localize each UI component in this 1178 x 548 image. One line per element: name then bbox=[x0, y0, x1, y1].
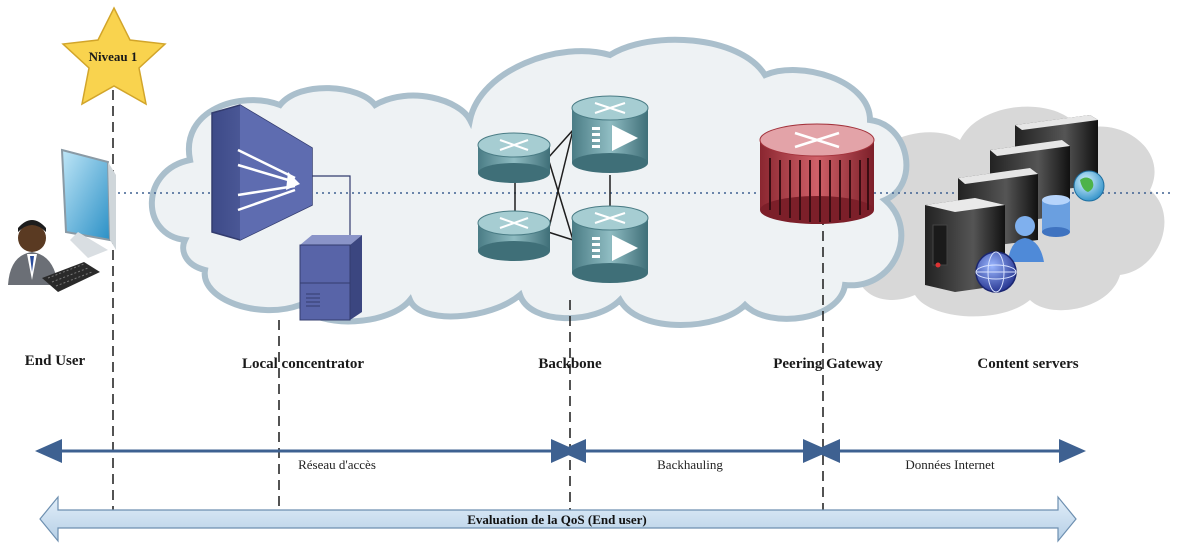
concentrator-icon bbox=[211, 104, 313, 241]
label-backbone: Backbone bbox=[538, 356, 602, 372]
database-icon bbox=[1042, 195, 1070, 237]
globe-icon bbox=[975, 251, 1017, 293]
gateway-router-icon bbox=[759, 123, 875, 224]
switch-icon bbox=[571, 205, 649, 283]
router-icon bbox=[477, 132, 551, 183]
badge-label: Niveau 1 bbox=[89, 49, 138, 64]
label-content-servers: Content servers bbox=[977, 356, 1078, 372]
concentrator-link bbox=[312, 175, 351, 245]
label-access-network: Réseau d'accès bbox=[298, 457, 376, 472]
server-icon bbox=[299, 235, 362, 321]
evaluation-label: Evaluation de la QoS (End user) bbox=[467, 512, 647, 527]
label-local-concentrator: Local concentrator bbox=[242, 356, 364, 372]
label-peering-gateway: Peering Gateway bbox=[773, 356, 883, 372]
globe-icon bbox=[1073, 170, 1105, 202]
label-internet-data: Données Internet bbox=[905, 457, 995, 472]
backbone-links bbox=[514, 129, 611, 241]
star-icon bbox=[61, 6, 167, 106]
label-backhauling: Backhauling bbox=[657, 457, 723, 472]
switch-icon bbox=[571, 95, 649, 173]
router-icon bbox=[477, 210, 551, 261]
keyboard-icon bbox=[42, 262, 100, 292]
label-end-user: End User bbox=[25, 353, 86, 369]
user-group-icon bbox=[1008, 216, 1044, 262]
monitor-icon bbox=[60, 148, 116, 258]
evaluation-arrow bbox=[39, 495, 1077, 543]
